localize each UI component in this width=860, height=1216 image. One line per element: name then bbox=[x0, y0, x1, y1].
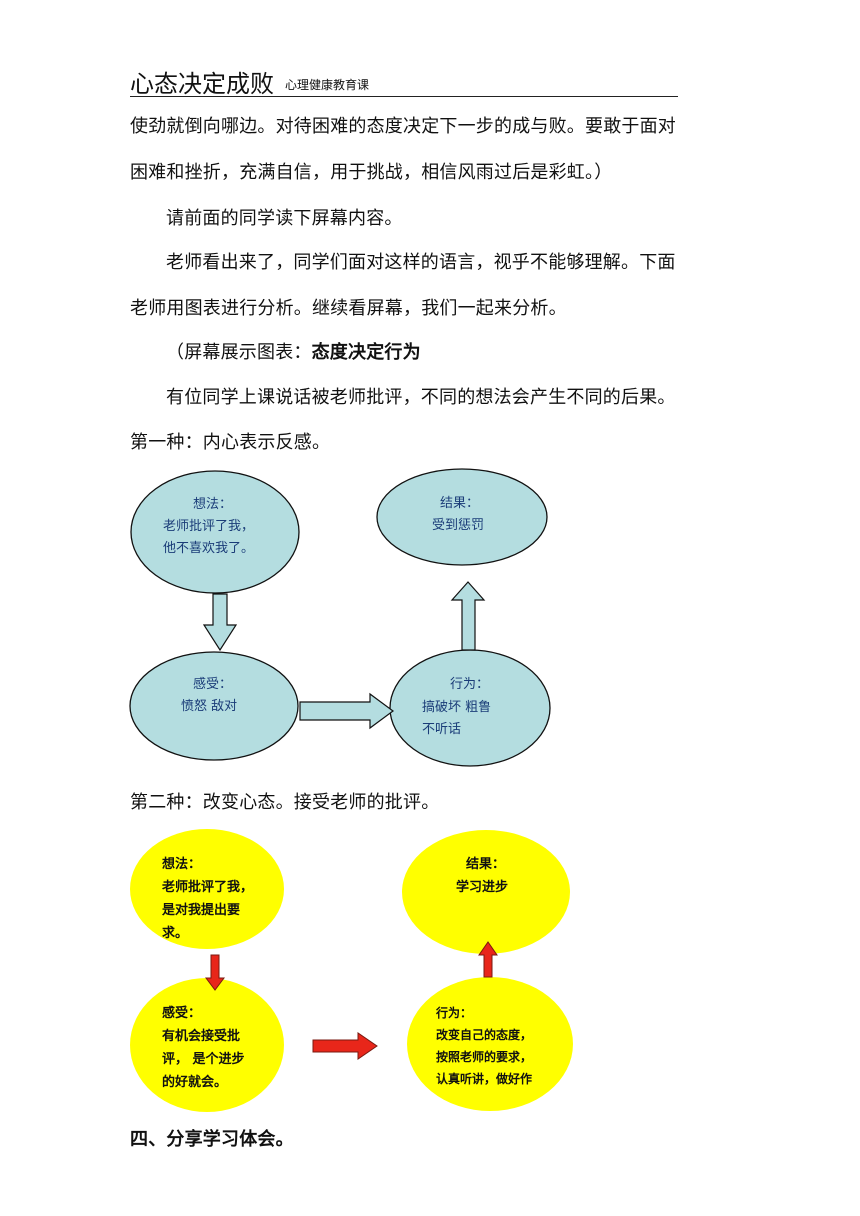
page-header: 心态决定成败 心理健康教育课 bbox=[130, 62, 678, 98]
paragraph-line: 老师用图表进行分析。继续看屏幕，我们一起来分析。 bbox=[130, 298, 567, 319]
paragraph-line: 老师看出来了，同学们面对这样的语言，视乎不能够理解。下面 bbox=[166, 252, 676, 273]
behavior-ellipse bbox=[389, 649, 551, 767]
chart-title-text: 态度决定行为 bbox=[311, 342, 421, 363]
behavior-line: 改变自己的态度， bbox=[436, 1027, 532, 1042]
behavior-line: 认真听讲，做好作 bbox=[436, 1071, 532, 1086]
paragraph-line: 第二种：改变心态。接受老师的批评。 bbox=[130, 792, 440, 813]
thought-ellipse bbox=[130, 829, 284, 949]
arrow-down bbox=[202, 593, 238, 652]
behavior-title: 行为： bbox=[450, 677, 489, 692]
feeling-ellipse bbox=[130, 978, 284, 1112]
result-ellipse bbox=[376, 468, 548, 566]
feeling-line: 评， 是个进步 bbox=[162, 1051, 245, 1067]
arrow-down bbox=[205, 954, 225, 991]
paragraph-line: 请前面的同学读下屏幕内容。 bbox=[166, 208, 403, 229]
thought-line: 老师批评了我， bbox=[161, 879, 253, 895]
feeling-title: 感受： bbox=[162, 1005, 201, 1021]
paragraph-line: 有位同学上课说话被老师批评，不同的想法会产生不同的后果。 bbox=[166, 387, 676, 408]
feeling-line: 愤怒 敌对 bbox=[181, 699, 237, 714]
result-ellipse bbox=[402, 830, 570, 954]
paragraph-line: （屏幕展示图表：态度决定行为 bbox=[166, 344, 421, 362]
arrow-up bbox=[478, 941, 498, 978]
section-heading: 四、分享学习体会。 bbox=[130, 1129, 294, 1150]
header-subtitle: 心理健康教育课 bbox=[285, 78, 370, 92]
feeling-line: 有机会接受批 bbox=[162, 1028, 240, 1044]
thought-title: 想法： bbox=[162, 856, 201, 872]
behavior-line: 按照老师的要求， bbox=[436, 1049, 532, 1064]
result-line: 受到惩罚 bbox=[432, 518, 484, 533]
paragraph-line: 第一种：内心表示反感。 bbox=[130, 432, 331, 453]
behavior-line: 不听话 bbox=[422, 722, 461, 737]
thought-title: 想法： bbox=[193, 496, 232, 512]
thought-line: 老师批评了我， bbox=[163, 519, 254, 534]
feeling-ellipse bbox=[129, 651, 299, 761]
behavior-title: 行为： bbox=[435, 1005, 472, 1020]
thought-line: 求。 bbox=[162, 925, 188, 941]
paragraph-line: 使劲就倒向哪边。对待困难的态度决定下一步的成与败。要敢于面对 bbox=[130, 116, 676, 137]
feeling-title: 感受： bbox=[193, 676, 232, 692]
arrow-right bbox=[299, 692, 395, 730]
result-title: 结果： bbox=[440, 496, 479, 511]
thought-ellipse bbox=[130, 470, 300, 594]
result-line: 学习进步 bbox=[456, 879, 508, 895]
paragraph-text: （屏幕展示图表： bbox=[166, 342, 312, 363]
header-title: 心态决定成败 bbox=[130, 70, 274, 98]
result-title: 结果： bbox=[466, 856, 505, 872]
paragraph-line: 困难和挫折，充满自信，用于挑战，相信风雨过后是彩虹。） bbox=[130, 162, 613, 183]
behavior-ellipse bbox=[407, 977, 573, 1111]
arrow-up bbox=[450, 581, 486, 651]
behavior-line: 搞破坏 粗鲁 bbox=[422, 699, 491, 715]
thought-line: 他不喜欢我了。 bbox=[163, 541, 254, 556]
feeling-line: 的好就会。 bbox=[162, 1074, 227, 1090]
arrow-right bbox=[312, 1032, 378, 1060]
thought-line: 是对我提出要 bbox=[161, 902, 240, 918]
